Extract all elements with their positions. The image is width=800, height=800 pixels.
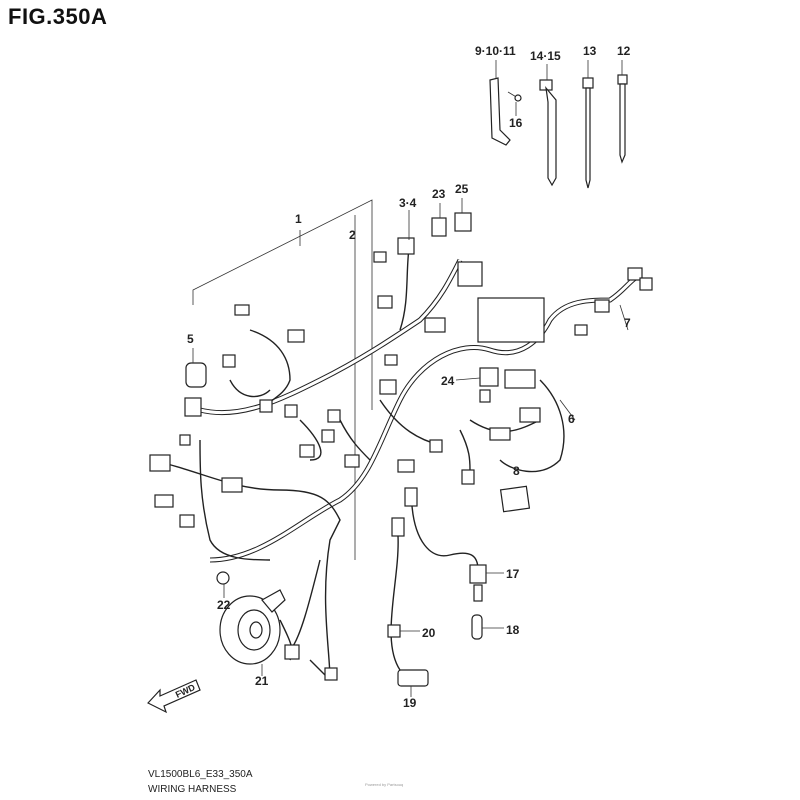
callout-12: 12: [617, 44, 631, 58]
figure-title: FIG.350A: [8, 4, 108, 29]
callout-13: 13: [583, 44, 597, 58]
callout-14-15: 14·15: [530, 49, 561, 63]
label-8: [499, 485, 531, 513]
sensor-lead: [387, 487, 504, 697]
connectors: [149, 212, 653, 528]
tie-13: [582, 60, 594, 189]
callout-23: 23: [432, 187, 446, 201]
callout-19: 19: [403, 696, 417, 710]
callout-9-10-11: 9·10·11: [475, 44, 516, 58]
callout-21: 21: [255, 674, 269, 688]
callout-16: 16: [509, 116, 523, 130]
callout-3-4: 3·4: [399, 196, 417, 210]
watermark: Powered by Partsouq: [365, 782, 404, 787]
tie-14-15: [539, 64, 557, 187]
fwd-arrow-icon: [147, 679, 201, 714]
horn: [216, 571, 338, 681]
callout-18: 18: [506, 623, 520, 637]
callout-8: 8: [513, 464, 520, 478]
callout-20: 20: [422, 626, 436, 640]
callout-2: 2: [349, 228, 356, 242]
callout-22: 22: [217, 598, 231, 612]
callout-5: 5: [187, 332, 194, 346]
callout-1: 1: [295, 212, 302, 226]
diagram-code: VL1500BL6_E33_350A: [148, 769, 253, 780]
callout-7: 7: [624, 316, 631, 330]
callout-6: 6: [568, 412, 575, 426]
callout-17: 17: [506, 567, 520, 581]
callout-25: 25: [455, 182, 469, 196]
tie-12: [617, 60, 628, 164]
clamp-9-10-11: [489, 60, 511, 146]
callout-24: 24: [441, 374, 455, 388]
diagram-name: WIRING HARNESS: [148, 784, 237, 795]
screw-16: [507, 91, 522, 116]
